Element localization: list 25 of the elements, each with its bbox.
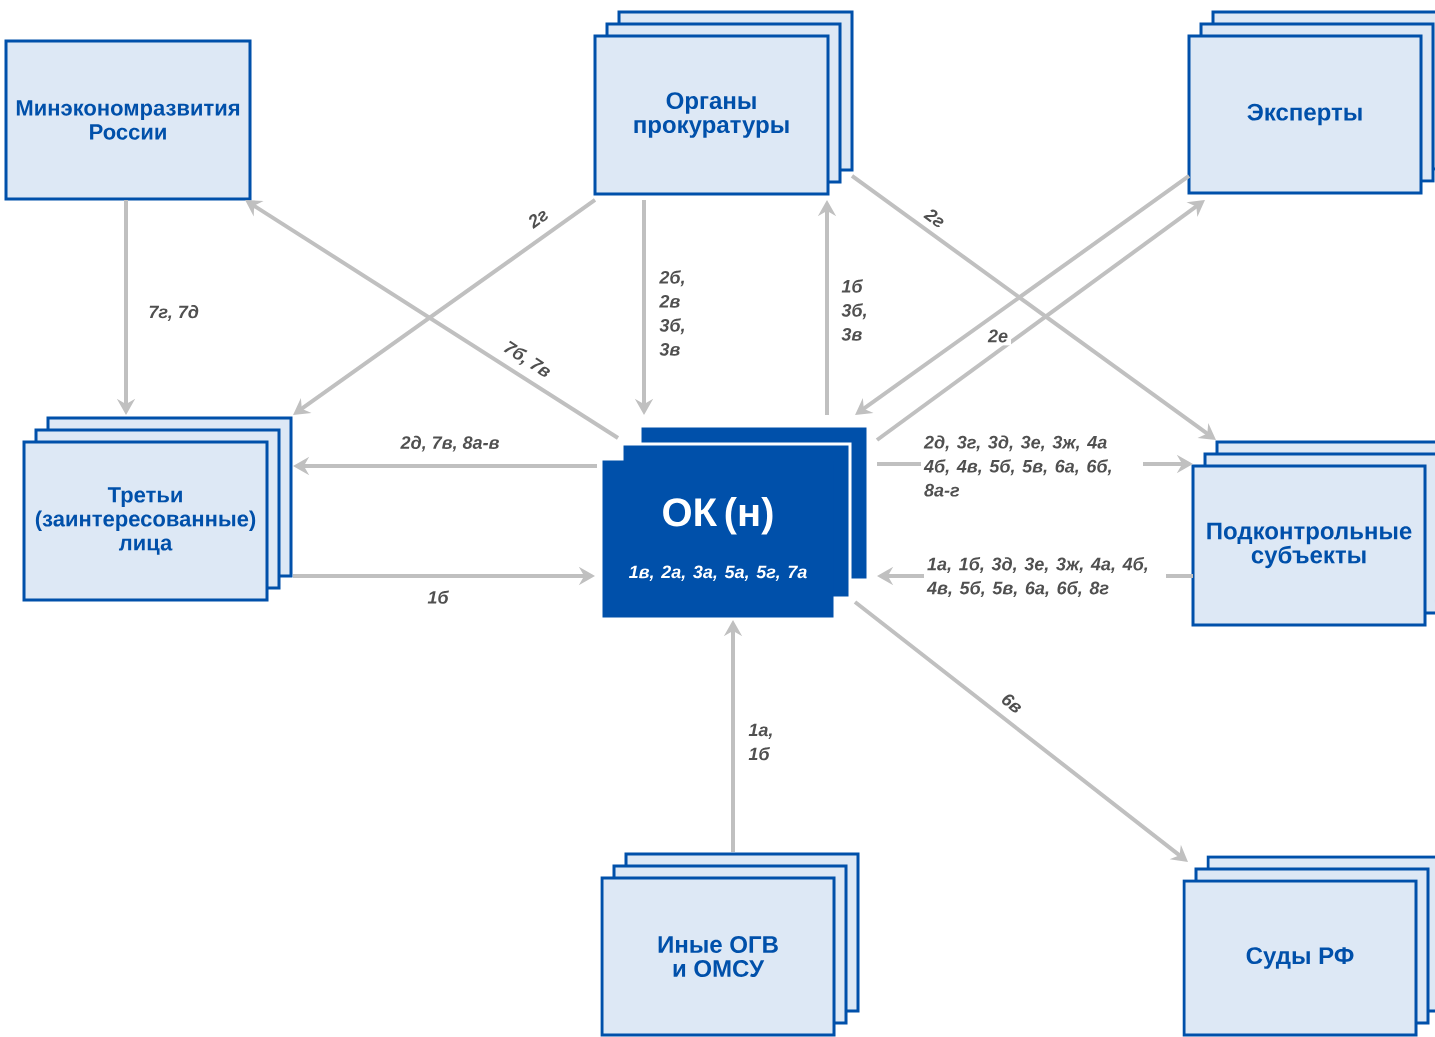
stacked-box: Подконтрольные субъекты bbox=[1191, 440, 1435, 627]
edge-label: 2е bbox=[985, 326, 1011, 346]
stacked-box: Третьи (заинтересованные) лица bbox=[22, 416, 293, 602]
edge-label: 1б 3б, 3в bbox=[841, 279, 866, 341]
stacked-box: Иные ОГВ и ОМСУ bbox=[600, 852, 860, 1037]
edge-label: 1б bbox=[427, 590, 449, 604]
edge-label: 2г bbox=[919, 202, 951, 234]
stacked-box: Органы прокуратуры bbox=[593, 10, 854, 196]
edge-label: 7г, 7д bbox=[149, 305, 199, 321]
stacked-box: Суды РФ bbox=[1182, 855, 1435, 1037]
stacked-box: Эксперты bbox=[1187, 10, 1435, 195]
stacked-box: ОК (н) 1в, 2а, 3а, 5а, 5г, 7а bbox=[602, 424, 870, 618]
edge-label: 6в bbox=[995, 687, 1029, 719]
arrow bbox=[875, 200, 1205, 442]
edge-label: 1а, 1б bbox=[748, 723, 772, 761]
edge-label: 1а, 1б, 3д, 3е, 3ж, 4а, 4б, 4в, 5б, 5в, 6а, 6б, 8г bbox=[924, 554, 1166, 600]
arrow bbox=[855, 174, 1191, 415]
edge-label: 2д, 7в, 8а-в bbox=[400, 435, 499, 452]
edge-label: 7б, 7в bbox=[496, 335, 558, 385]
edge-label: 2д, 3г, 3д, 3е, 3ж, 4а 4б, 4в, 5б, 5в, 6а, 6б, 8а-г bbox=[921, 432, 1143, 500]
arrow bbox=[293, 198, 597, 415]
edge-label: 2г bbox=[522, 202, 554, 234]
process-box: Минэкономразвития России bbox=[4, 39, 252, 201]
arrow bbox=[853, 600, 1188, 862]
edge-label: 2б, 2в 3б, 3в bbox=[659, 270, 684, 356]
